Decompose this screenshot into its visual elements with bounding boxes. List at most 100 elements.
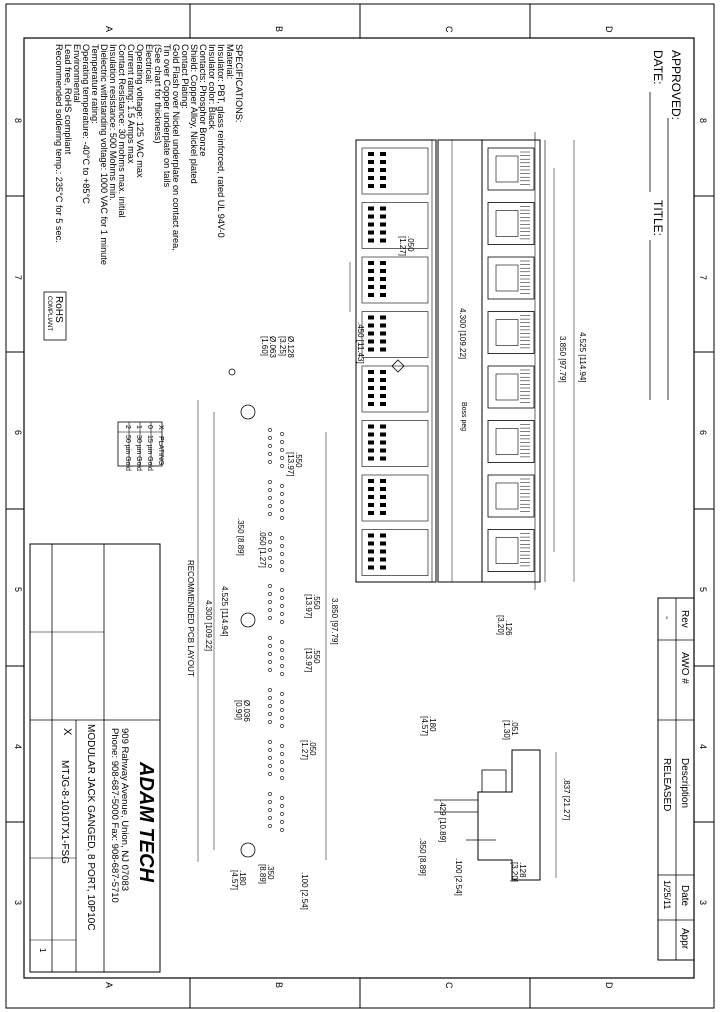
dim-housing: 4.300 [109.22] [458,308,467,359]
zone-row-d: D [604,26,614,33]
spec-line-6: Gold Flash over Nickel underplate on con… [171,44,181,251]
pin [380,541,386,546]
pin [368,565,374,570]
pcb-layout: RECOMMENDED PCB LAYOUT 4.525 [114.94] 4.… [186,336,339,910]
pin [380,238,386,243]
spec-line-10: Operating voltage: 125 VAC max [135,44,145,178]
port-7 [487,474,535,518]
pin [368,487,374,491]
pcb-hole [280,456,284,460]
side-051: .051 [510,720,519,736]
zone-row-b2: B [274,982,284,988]
pcb-hole [280,692,284,696]
pcb-hole [280,664,284,668]
pin [380,448,386,453]
plating-h-plating: PLATING [157,436,164,465]
port-4 [487,311,535,354]
pcb-hole [280,448,284,452]
pin [380,347,386,352]
pcb-hole [280,620,284,624]
pcb-hole [268,800,272,804]
pcb-350b: .350 [266,864,275,880]
pcb-hole [268,480,272,484]
pin [380,495,386,499]
appr-header: Appr [679,928,690,950]
zone-col-8r: 8 [698,118,708,123]
spec-line-5: Contact Plating: [180,44,190,109]
pin [368,293,374,297]
zone-row-a: A [104,26,114,32]
pcb-pitch: 3.850 [97.79] [330,598,339,645]
pcb-hole [268,824,272,828]
pcb-hole [280,804,284,808]
front-view: 4.525 [114.94] 3.850 [97.79] Boss peg .1… [437,132,587,636]
approved-label: APPROVED: [669,50,683,120]
pcb-550a: .550 [294,452,303,468]
pin [380,222,386,227]
pcb-hole [280,508,284,512]
pin [368,222,374,227]
spec-line-0: Material: [225,44,235,79]
pin [368,277,374,281]
pcb-889: [8.89] [258,864,267,884]
pin [368,432,374,437]
description-value: RELEASED [661,758,672,811]
plating-r0-x: 0 [146,425,153,429]
pin [380,214,386,219]
spec-line-12: Contact Resistance: 30 mohms max. initia… [117,44,127,218]
pcb-550b: .550 [312,594,321,610]
pcb-050: .050 [1.27] [258,530,267,568]
spec-line-9: Electrical: [144,44,154,84]
pcb-hole [268,616,272,620]
pin [380,168,386,172]
port-window-3 [495,264,519,292]
port-window-1 [495,155,519,183]
pcb-hole [280,752,284,756]
pcb-hole [268,540,272,544]
zone-row-b: B [274,26,284,32]
pcb-hole [268,652,272,656]
pin [380,511,386,515]
specifications: SPECIFICATIONS: Material: Insulator: PBT… [43,44,244,341]
pcb-hole [280,596,284,600]
pin [368,479,374,483]
pcb-hole [268,748,272,752]
pcb-550c: .550 [312,648,321,664]
pcb-hole [268,756,272,760]
pin [380,440,386,445]
side-350: .350 [8.89] [418,838,427,876]
company-name: ADAM TECH [135,761,157,883]
plating-table: X PLATING 0 15 µin Gold 1 30 µin Gold 2 … [117,421,164,471]
port-window-4 [495,319,519,346]
pin [368,339,374,344]
pcb-hole [280,516,284,520]
side-128: .128 [518,862,527,878]
zone-ticks [6,4,714,1008]
pin [368,206,374,211]
rev-value: - [661,616,672,619]
pin [380,557,386,562]
zone-col-5r: 5 [698,587,708,592]
spec-line-11: Current rating: 1.5 Amps max [126,44,136,164]
side-100: .100 [2.54] [454,858,463,896]
pcb-hole [280,768,284,772]
spec-line-8: (See chart for thickness) [153,44,163,144]
pin-050: .050 [406,236,415,252]
pcb-hole [268,764,272,768]
pcb-hole [280,820,284,824]
pin [368,261,374,265]
pcb-hole [280,612,284,616]
zone-row-c2: C [444,982,454,989]
pcb-hole [268,740,272,744]
pcb-hole [280,828,284,832]
pcb-036: Ø.036 [242,700,251,722]
pcb-hole [268,532,272,536]
pcb-hole [280,544,284,548]
rev-header: Rev [679,610,690,628]
pcb-hole [268,772,272,776]
port-window-2 [495,210,519,237]
pcb-hole [268,816,272,820]
port-group [487,147,535,572]
pcb-hole [268,696,272,700]
pcb-hole [280,656,284,660]
